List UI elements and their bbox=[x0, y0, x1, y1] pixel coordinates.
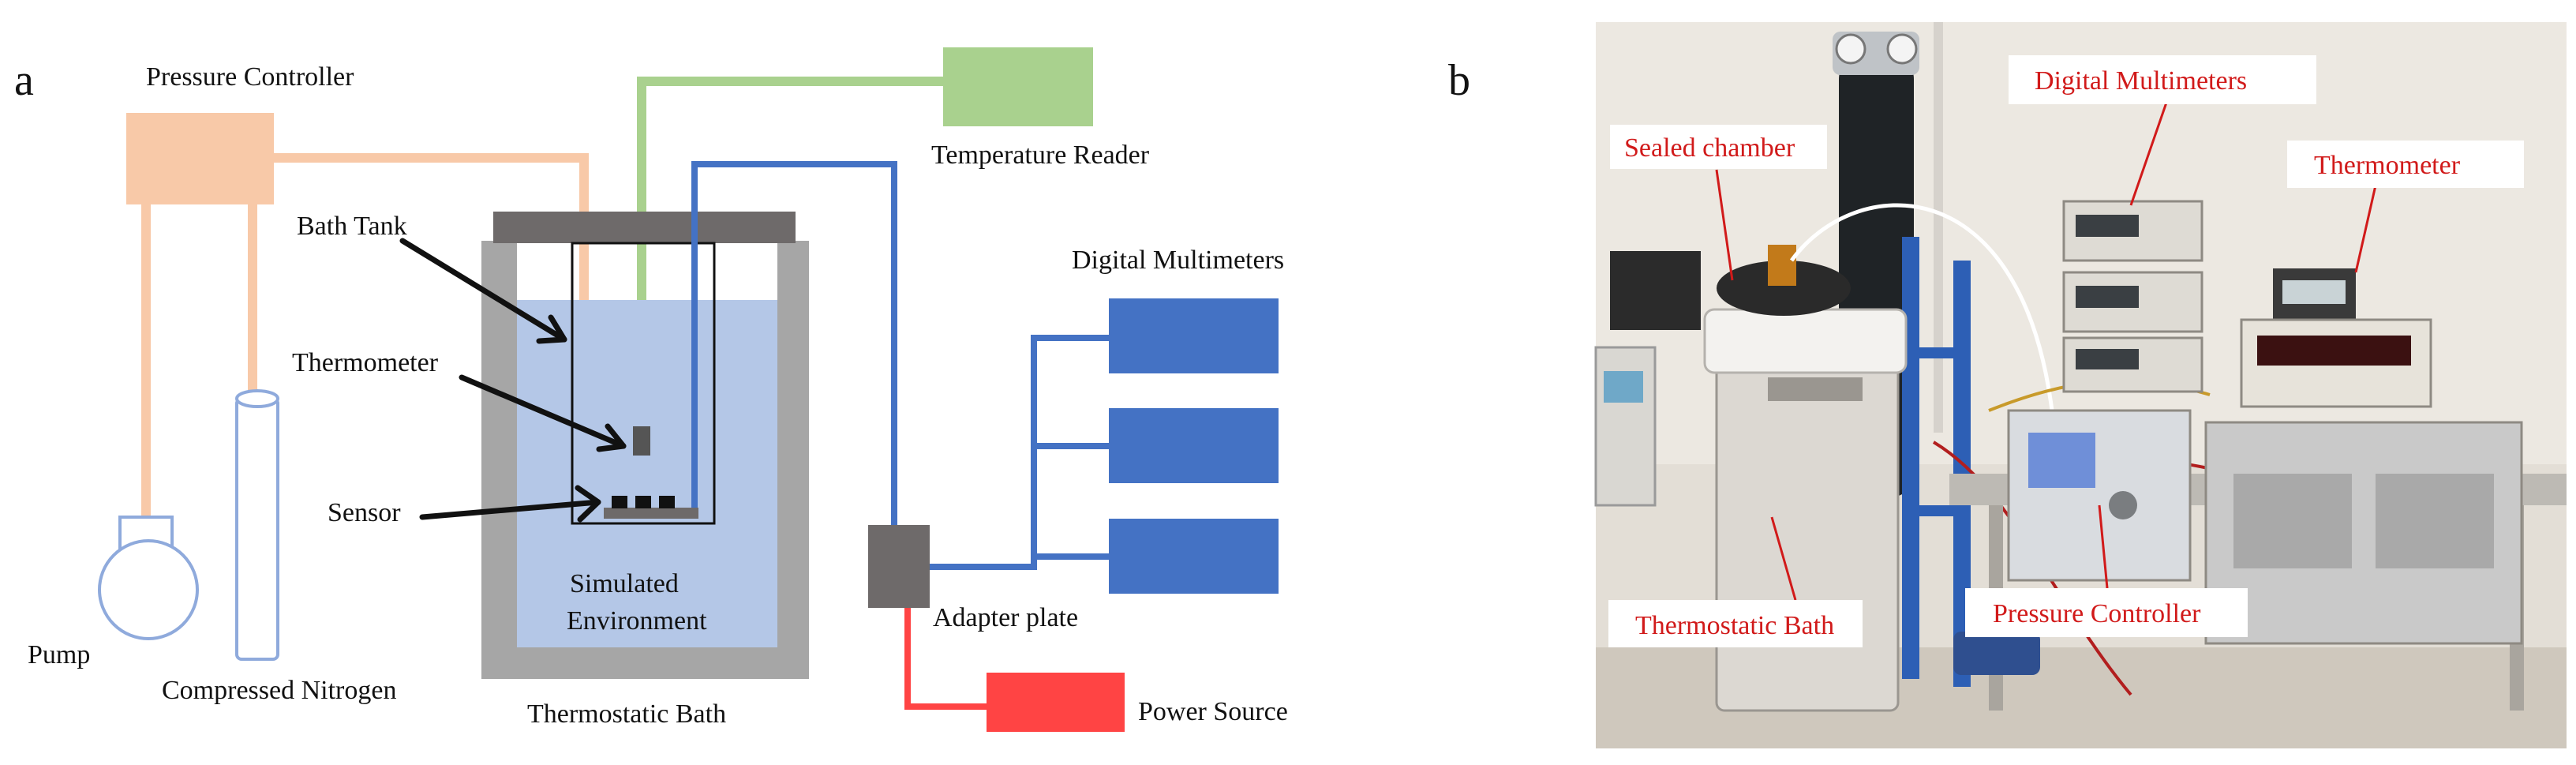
compressed-nitrogen-label: Compressed Nitrogen bbox=[162, 676, 396, 705]
blue-rack-bar bbox=[1902, 347, 1971, 358]
thermometer-tag-text: Thermometer bbox=[2314, 151, 2461, 180]
simulated-environment-label-line2: Environment bbox=[567, 606, 707, 636]
sealed-chamber-fitting bbox=[1768, 245, 1796, 286]
panel-a-schematic: a Pressure Controller Temperature Reader bbox=[14, 47, 1288, 732]
power-source-label: Power Source bbox=[1138, 697, 1288, 726]
sensor-base bbox=[604, 508, 698, 519]
regulator-gauge bbox=[1886, 33, 1918, 65]
pump-body bbox=[98, 539, 199, 640]
sensor-chip bbox=[635, 496, 651, 508]
bath-wall-right bbox=[777, 241, 809, 679]
bath-wall-left bbox=[481, 241, 517, 679]
left-instrument-screen bbox=[1604, 371, 1643, 403]
thermometer-device-display bbox=[2282, 280, 2346, 304]
thermostatic-bath bbox=[481, 212, 809, 679]
pressure-controller-knob bbox=[2109, 491, 2137, 519]
pressure-controller-box bbox=[126, 113, 274, 204]
panel-b-photo: b bbox=[1448, 22, 2567, 748]
thermostatic-bath-unit bbox=[1715, 362, 1900, 712]
digital-multimeters-label: Digital Multimeters bbox=[1072, 246, 1284, 275]
power-source-box bbox=[987, 673, 1125, 732]
lab-photo-pipe bbox=[1934, 22, 1943, 433]
temperature-reader-box bbox=[943, 47, 1093, 126]
bath-tank-label: Bath Tank bbox=[297, 212, 407, 241]
sensor-chip bbox=[612, 496, 627, 508]
cable bbox=[1789, 203, 2054, 411]
digital-multimeter-2 bbox=[1109, 408, 1279, 483]
thermometer-label: Thermometer bbox=[292, 348, 439, 377]
adapter-plate bbox=[868, 525, 930, 608]
floor-pump bbox=[1953, 632, 2040, 675]
computer-case-grille bbox=[2233, 474, 2352, 568]
leader-arrows bbox=[399, 238, 627, 523]
pressure-controller-tag-text: Pressure Controller bbox=[1993, 599, 2201, 628]
thermostatic-bath-panel bbox=[1768, 377, 1863, 401]
thermometer-probe bbox=[633, 426, 650, 456]
sealed-chamber-tag-text: Sealed chamber bbox=[1624, 133, 1795, 163]
nitrogen-cylinder-top bbox=[235, 389, 279, 408]
computer-case-grille bbox=[2376, 474, 2494, 568]
multimeter-wiring bbox=[930, 335, 1109, 570]
thermostatic-bath-top bbox=[1703, 308, 1908, 374]
bath-lid bbox=[493, 212, 796, 243]
digital-multimeter-3 bbox=[1109, 519, 1279, 594]
tag-sealed-chamber: Sealed chamber bbox=[1610, 125, 1827, 169]
simulated-environment-label-line1: Simulated bbox=[570, 569, 679, 598]
blue-rack-bar bbox=[1902, 505, 1971, 516]
tag-pressure-controller: Pressure Controller bbox=[1965, 588, 2248, 637]
nitrogen-cylinder bbox=[235, 397, 279, 661]
power-supply-display bbox=[2257, 336, 2411, 366]
sealed-chamber-lid bbox=[1717, 261, 1851, 316]
photo-leader-lines bbox=[1715, 102, 2377, 601]
digital-multimeter-1 bbox=[1109, 298, 1279, 373]
pressure-controller-screen bbox=[2028, 433, 2095, 488]
power-line bbox=[904, 608, 990, 710]
bath-liquid bbox=[517, 300, 777, 647]
bath-tank bbox=[571, 242, 716, 525]
adapter-plate-label: Adapter plate bbox=[933, 603, 1078, 632]
pump-label: Pump bbox=[28, 640, 90, 669]
blue-rack-post bbox=[1902, 237, 1919, 679]
multimeter-unit-display bbox=[2076, 286, 2139, 308]
multimeter-unit-display bbox=[2076, 349, 2139, 369]
sensor-chip bbox=[659, 496, 675, 508]
thermostatic-bath-label: Thermostatic Bath bbox=[527, 699, 726, 729]
panel-a-letter: a bbox=[14, 56, 34, 105]
tag-thermometer: Thermometer bbox=[2287, 141, 2524, 188]
regulator-gauge bbox=[1835, 33, 1866, 65]
panel-b-letter: b bbox=[1448, 56, 1470, 105]
temperature-reader-label: Temperature Reader bbox=[931, 141, 1150, 170]
multimeter-unit-display bbox=[2076, 215, 2139, 237]
signal-line-sensor-to-adapter bbox=[691, 161, 897, 525]
tag-thermostatic-bath: Thermostatic Bath bbox=[1608, 600, 1863, 647]
digital-multimeters-tag-text: Digital Multimeters bbox=[2035, 66, 2247, 96]
small-box bbox=[1610, 251, 1701, 330]
tag-digital-multimeters: Digital Multimeters bbox=[2009, 55, 2316, 104]
thermostatic-bath-tag-text: Thermostatic Bath bbox=[1635, 611, 1834, 640]
bath-wall-bottom bbox=[481, 647, 809, 679]
pressure-controller-label: Pressure Controller bbox=[146, 62, 354, 92]
sensor-label: Sensor bbox=[328, 498, 401, 527]
